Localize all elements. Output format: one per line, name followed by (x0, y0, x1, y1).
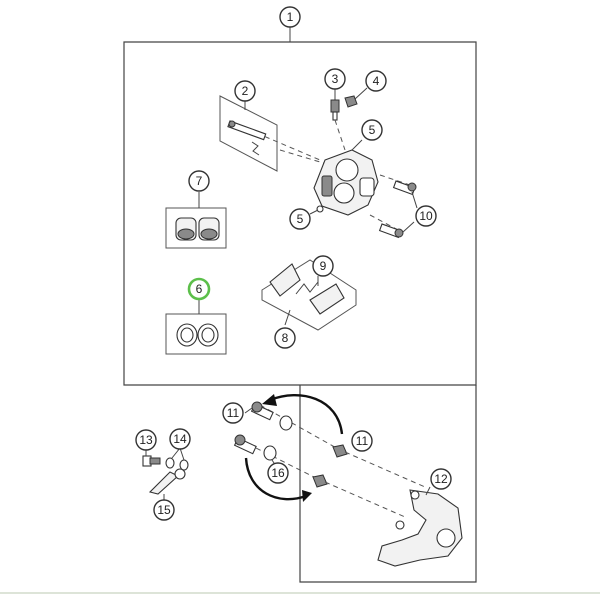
caliper-support-frame (299, 385, 477, 583)
part-13-banjo-bolt[interactable] (142, 448, 161, 467)
part-6-seal-rings[interactable] (165, 313, 227, 355)
part-11-bolt-upper[interactable] (244, 401, 341, 451)
svg-text:7: 7 (196, 174, 203, 188)
part-12-caliper-support[interactable] (377, 486, 463, 567)
part-4-bleed-cap[interactable] (344, 87, 368, 108)
callout-3: 3 (324, 68, 346, 90)
callout-11-left: 11 (222, 402, 244, 424)
part-2-pin-kit[interactable] (219, 95, 321, 172)
callout-12: 12 (430, 468, 452, 490)
svg-text:11: 11 (227, 406, 240, 420)
svg-text:4: 4 (373, 74, 380, 88)
svg-text:9: 9 (320, 259, 327, 273)
callout-4: 4 (365, 70, 387, 92)
callout-6: 6 (187, 277, 211, 301)
svg-text:2: 2 (242, 84, 249, 98)
callout-13: 13 (135, 429, 157, 451)
part-16-washers[interactable] (263, 445, 277, 467)
svg-text:15: 15 (157, 503, 171, 517)
svg-text:6: 6 (196, 282, 203, 296)
svg-text:1: 1 (287, 10, 294, 24)
svg-text:5: 5 (297, 212, 304, 226)
part-11-nuts-right[interactable] (312, 444, 426, 518)
callout-15: 15 (153, 499, 175, 521)
svg-text:8: 8 (282, 331, 289, 345)
brake-caliper-assembly-frame (123, 41, 477, 386)
callout-1: 1 (279, 6, 301, 28)
part-7-pistons[interactable] (165, 207, 227, 249)
part-5-caliper-body[interactable] (279, 139, 411, 231)
part-10-caliper-bolts[interactable] (378, 180, 418, 239)
part-9-pad-spring[interactable] (295, 276, 319, 295)
bottom-rule (0, 592, 600, 594)
callout-8: 8 (274, 327, 296, 349)
callout-5-top: 5 (361, 119, 383, 141)
svg-text:3: 3 (332, 72, 339, 86)
callout-10: 10 (415, 205, 437, 227)
svg-text:11: 11 (356, 434, 369, 448)
part-8-brake-pads[interactable] (261, 259, 357, 331)
callout-14: 14 (169, 428, 191, 450)
part-14-washers[interactable] (165, 447, 189, 471)
svg-text:16: 16 (271, 466, 285, 480)
callout-11-right: 11 (351, 430, 373, 452)
callout-2: 2 (234, 80, 256, 102)
callout-9: 9 (312, 255, 334, 277)
svg-text:10: 10 (419, 209, 433, 223)
callout-5-bottom: 5 (289, 208, 311, 230)
svg-text:5: 5 (369, 123, 376, 137)
svg-text:14: 14 (173, 432, 187, 446)
reverse-mount-arrows (244, 393, 344, 502)
svg-text:12: 12 (434, 472, 448, 486)
callout-7: 7 (188, 170, 210, 192)
svg-text:13: 13 (139, 433, 153, 447)
part-15-brake-hose[interactable] (148, 468, 186, 502)
part-3-bleed-screw[interactable] (330, 89, 346, 151)
part-11-bolt-lower[interactable] (233, 434, 321, 481)
callout-16: 16 (267, 462, 289, 484)
